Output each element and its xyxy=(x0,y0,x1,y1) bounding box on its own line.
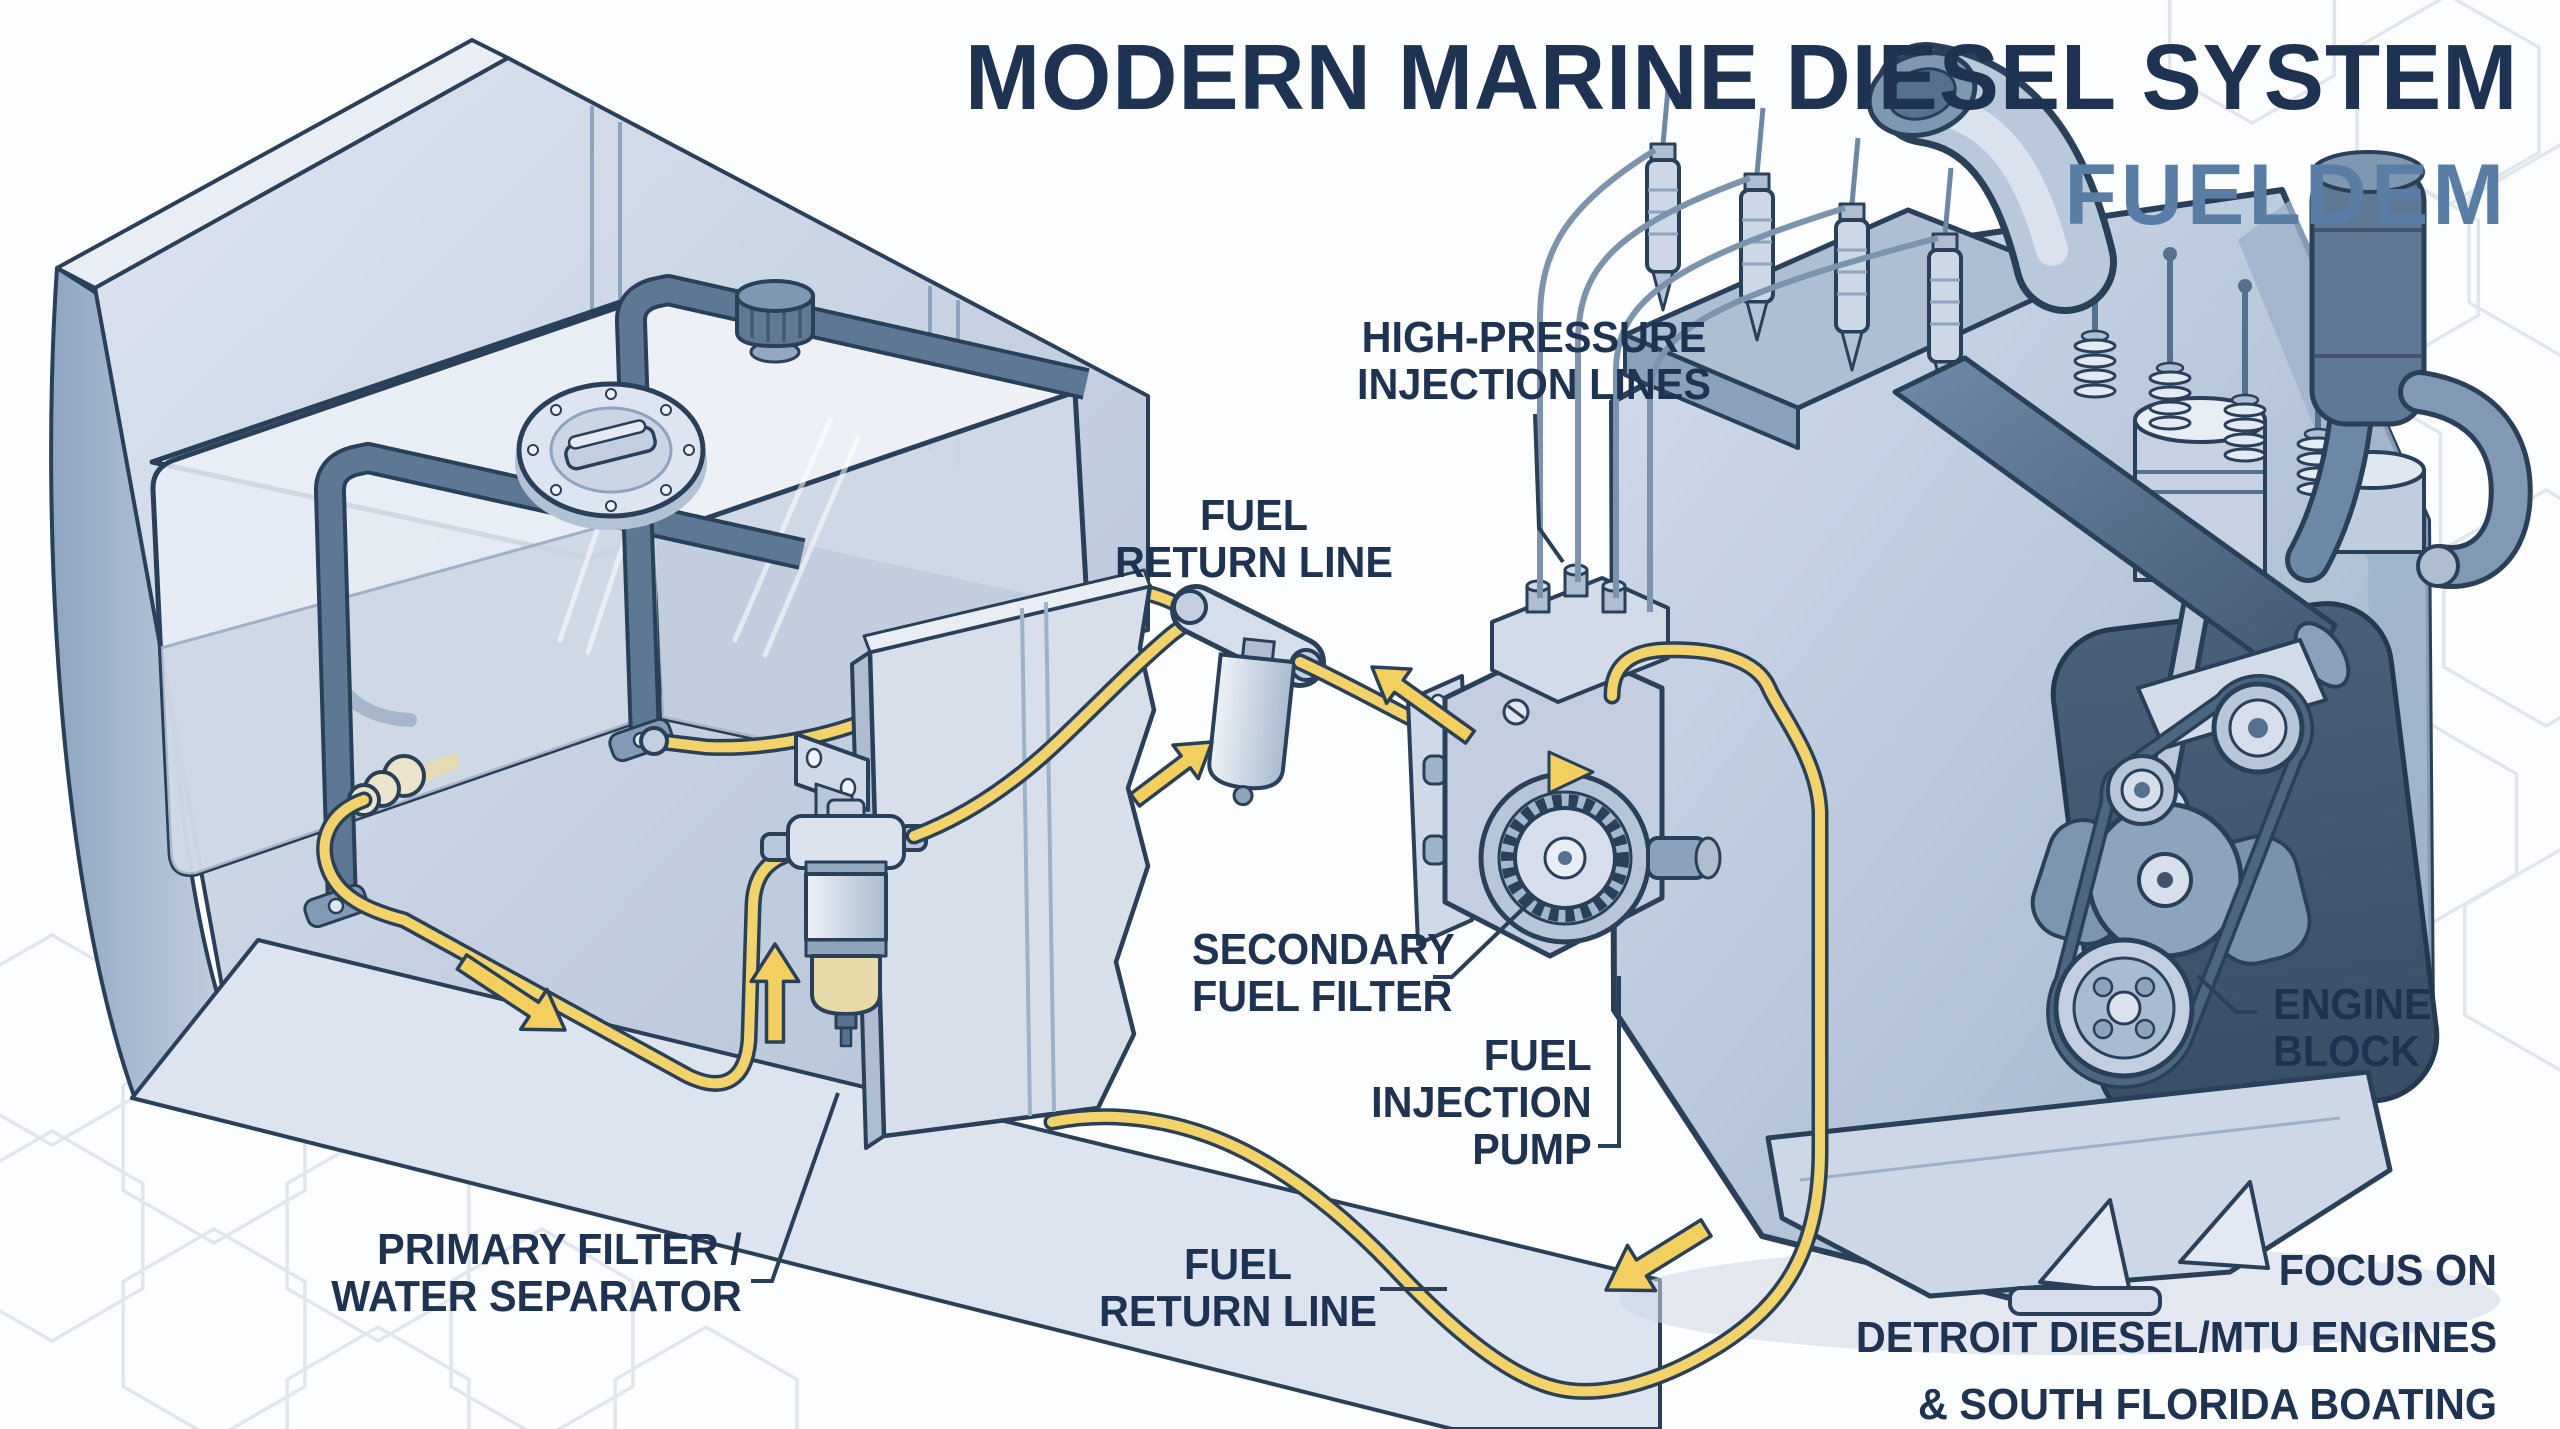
fuel-injectors xyxy=(1645,77,1963,402)
bilge-floor xyxy=(130,938,1662,1429)
label-primary-filter-water-separator: PRIMARY FILTER / WATER SEPARATOR xyxy=(331,1225,742,1322)
fuel-injection-pump xyxy=(1406,563,1722,959)
fuel-injector xyxy=(1739,107,1775,342)
belt-and-pulleys xyxy=(2046,638,2328,1089)
muffler xyxy=(2285,150,2427,583)
flow-arrow-icon xyxy=(1128,740,1214,808)
brand-logo: FUELDEM xyxy=(2064,147,2508,243)
flow-arrow-icon xyxy=(1604,1218,1713,1293)
flow-marker-icon xyxy=(1547,750,1595,795)
flow-direction-arrows xyxy=(455,665,1713,1293)
page-title: MODERN MARINE DIESEL SYSTEM xyxy=(964,25,2518,129)
fuel-injector xyxy=(1834,137,1870,372)
flow-arrow-icon xyxy=(1370,665,1477,745)
fuel-return-line-main xyxy=(1043,641,1829,1400)
oil-pan xyxy=(1765,1069,2393,1316)
label-engine-block: ENGINE BLOCK xyxy=(2273,980,2432,1077)
fuel-fill-cap xyxy=(735,279,815,364)
tank-straps xyxy=(314,274,1090,906)
fuel-injector xyxy=(1927,167,1963,402)
label-leader-lines xyxy=(751,413,2257,1291)
label-fuel-injection-pump: FUEL INJECTION PUMP xyxy=(1371,1031,1592,1175)
port-handle xyxy=(564,419,657,471)
valve-spring xyxy=(2148,247,2192,431)
label-secondary-fuel-filter: SECONDARY FUEL FILTER xyxy=(1192,925,1455,1022)
label-fuel-return-line-bottom: FUEL RETURN LINE xyxy=(1098,1240,1378,1337)
label-footer-focus: FOCUS ON DETROIT DIESEL/MTU ENGINES & SO… xyxy=(1855,1246,2497,1429)
fuel-line-to-secondary xyxy=(905,607,1205,845)
pump-gear xyxy=(1501,794,1629,922)
exhaust-outlet-pipe xyxy=(2398,370,2533,589)
air-intake-elbow xyxy=(1866,42,2117,314)
separator-bowl xyxy=(810,954,882,1016)
label-fuel-return-line-top: FUEL RETURN LINE xyxy=(1114,491,1394,588)
flow-arrow-icon xyxy=(749,942,801,1044)
fuel-supply-line xyxy=(316,791,823,1092)
label-high-pressure-injection-lines: HIGH-PRESSURE INJECTION LINES xyxy=(1357,313,1711,410)
valve-spring xyxy=(2223,279,2267,463)
tank-inspection-port xyxy=(515,381,707,530)
high-pressure-injection-lines xyxy=(1537,147,1939,612)
fuel-tank xyxy=(149,274,1102,929)
flow-arrow-icon xyxy=(455,953,567,1032)
exhaust-manifold xyxy=(1892,355,2351,693)
